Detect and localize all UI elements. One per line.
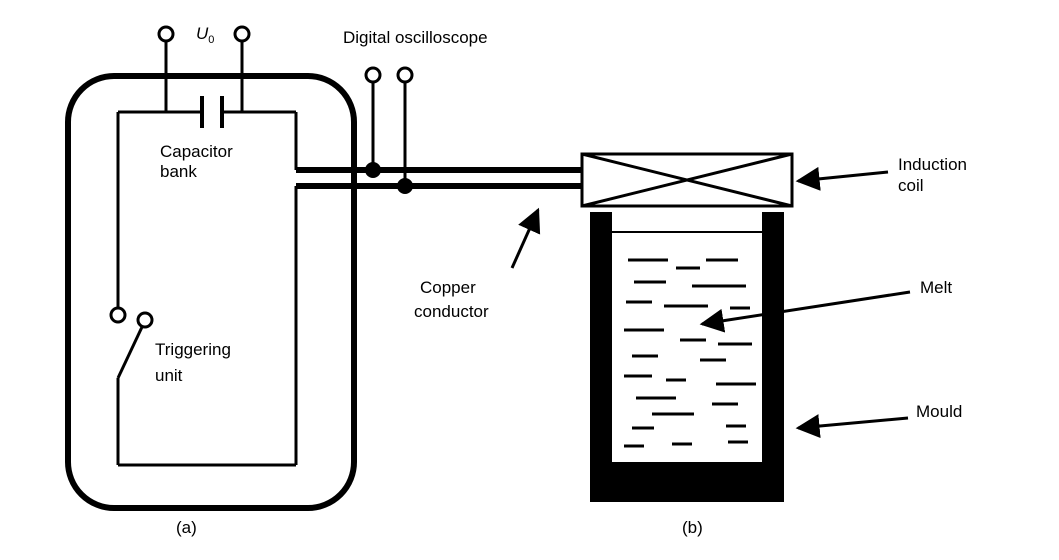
inner-circuit xyxy=(116,110,298,467)
copper-conductor-lines xyxy=(296,167,582,189)
mould xyxy=(590,212,784,502)
probe-junction-1 xyxy=(365,162,381,178)
melt-dashes xyxy=(624,258,756,448)
oscilloscope-probes xyxy=(364,66,414,186)
trigger-switch-contacts xyxy=(109,306,154,329)
u0-subscript: 0 xyxy=(208,34,215,46)
oscilloscope-label: Digital oscilloscope xyxy=(343,28,488,47)
callout-arrows xyxy=(510,166,911,438)
capacitor-bank-label-line2: bank xyxy=(160,162,197,181)
induction-coil-label-line2: coil xyxy=(898,176,924,195)
induction-coil xyxy=(580,152,794,208)
u0-terminals xyxy=(157,25,251,112)
mould-label: Mould xyxy=(916,402,963,421)
induction-coil-label-line1: Induction xyxy=(898,155,967,174)
induction-coil-arrow xyxy=(795,166,889,191)
melt-arrow xyxy=(699,290,911,333)
capacitor-bank-label-line1: Capacitor xyxy=(160,142,233,161)
panel-a-caption: (a) xyxy=(176,518,197,537)
melt-label: Melt xyxy=(920,278,953,297)
mould-arrow xyxy=(795,414,909,438)
panel-b-caption: (b) xyxy=(682,518,703,537)
copper-conductor-label-line1: Copper xyxy=(420,278,476,297)
copper-conductor-arrow xyxy=(510,207,541,269)
u0-symbol: U xyxy=(196,24,209,43)
capacitor-plates xyxy=(200,96,224,128)
probe-junction-2 xyxy=(397,178,413,194)
triggering-unit-label-line2: unit xyxy=(155,366,183,385)
circuit-enclosure xyxy=(65,73,357,511)
u0-label: U0 xyxy=(196,24,214,50)
copper-conductor-label-line2: conductor xyxy=(414,302,489,321)
triggering-unit-label-line1: Triggering xyxy=(155,340,231,359)
